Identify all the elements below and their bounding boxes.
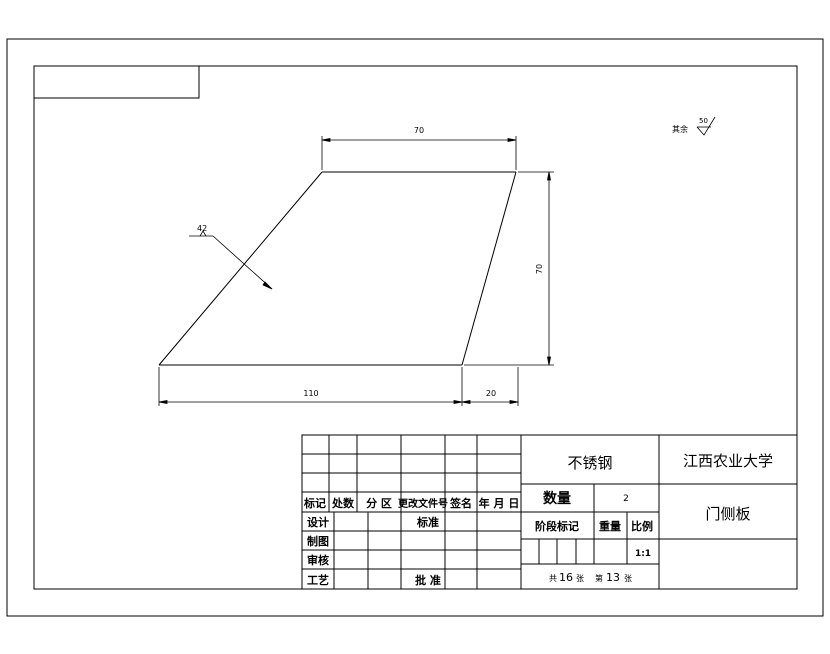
- rev-header-zone: 分 区: [366, 496, 392, 510]
- role-design: 设计: [307, 515, 329, 529]
- dimension-offset-width-label: 20: [486, 389, 496, 398]
- roughness-symbol-icon: [696, 116, 716, 136]
- sheet-total-prefix: 共: [549, 574, 557, 583]
- part-name: 门侧板: [705, 505, 750, 523]
- outer-border: [6, 38, 824, 617]
- material-label: 不锈钢: [567, 454, 612, 472]
- weld-callout-label: 42: [197, 224, 207, 233]
- dimension-right-height-label: 70: [535, 264, 544, 274]
- weight-label: 重量: [599, 519, 621, 533]
- role-approve: 批 准: [415, 573, 441, 587]
- sheet-total: 16: [559, 571, 573, 584]
- rev-header-mark: 标记: [303, 496, 326, 510]
- weld-leader: [189, 230, 273, 290]
- dimension-offset-width: [461, 367, 519, 406]
- rev-header-sign: 签名: [449, 496, 472, 510]
- sheet-no-suffix: 张: [624, 574, 632, 583]
- rev-header-date: 年 月 日: [479, 496, 520, 510]
- title-block: [301, 434, 798, 590]
- quantity-value: 2: [623, 494, 629, 504]
- dimension-bottom-width: [158, 367, 463, 406]
- scale-value: 1:1: [635, 549, 651, 559]
- scale-label: 比例: [631, 519, 653, 533]
- inner-border: [33, 65, 798, 590]
- sheet-no-prefix: 第: [595, 573, 603, 583]
- role-standard: 标准: [416, 515, 439, 529]
- dimension-right-height: [464, 171, 554, 366]
- rev-header-count: 处数: [331, 496, 355, 510]
- sheet-total-suffix: 张: [576, 574, 584, 583]
- dimension-bottom-width-label: 110: [303, 389, 318, 398]
- role-draw: 制图: [307, 534, 329, 548]
- sheet-no: 13: [606, 571, 620, 584]
- school-name: 江西农业大学: [683, 452, 773, 470]
- part-outline: [158, 171, 517, 366]
- role-process: 工艺: [307, 573, 329, 587]
- stage-mark-label: 阶段标记: [535, 519, 579, 533]
- dimension-top-width-label: 70: [414, 126, 424, 135]
- roughness-value-label: 50: [699, 117, 708, 125]
- role-review: 审核: [307, 553, 329, 567]
- roughness-other-label: 其余: [672, 124, 688, 134]
- dimension-top-width: [321, 136, 517, 170]
- rev-header-doc: 更改文件号: [398, 497, 448, 510]
- quantity-label: 数量: [543, 490, 571, 507]
- drawing-number-box: [33, 65, 200, 99]
